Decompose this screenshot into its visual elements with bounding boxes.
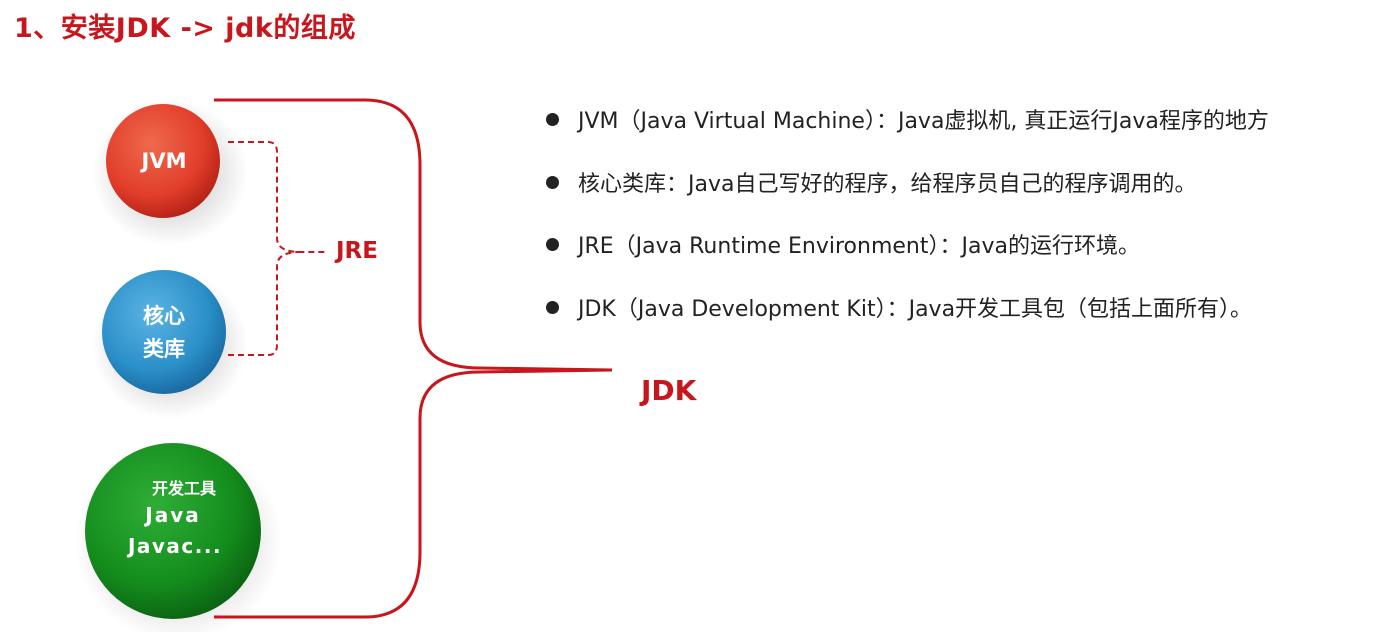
dev-tools-circle	[85, 443, 261, 619]
definition-item-jre: JRE（Java Runtime Environment）：Java的运行环境。	[540, 213, 1269, 276]
dev-tools-label-line-3: Javac...	[126, 534, 222, 558]
bullet-dot-icon	[546, 175, 559, 189]
definition-list: JVM（Java Virtual Machine）：Java虚拟机, 真正运行J…	[540, 88, 1269, 338]
slide-title: 1、安装JDK -> jdk的组成	[14, 13, 356, 44]
core-library-label-line-2: 类库	[143, 337, 185, 361]
definition-text: JVM（Java Virtual Machine）：Java虚拟机, 真正运行J…	[578, 109, 1269, 135]
dev-tools-label-line-1: 开发工具	[152, 479, 216, 498]
core-library-circle	[102, 270, 226, 394]
definition-item-jdk: JDK（Java Development Kit）：Java开发工具包（包括上面…	[540, 276, 1269, 339]
jre-label: JRE	[334, 238, 378, 264]
definition-item-core-library: 核心类库：Java自己写好的程序，给程序员自己的程序调用的。	[540, 151, 1269, 214]
jre-bracket-lower	[228, 251, 301, 356]
jdk-brace-lower	[214, 368, 613, 619]
bullet-dot-icon	[546, 238, 559, 252]
jre-bracket-upper	[228, 141, 328, 253]
definition-text: JDK（Java Development Kit）：Java开发工具包（包括上面…	[578, 296, 1253, 322]
definition-text: JRE（Java Runtime Environment）：Java的运行环境。	[578, 234, 1140, 260]
definition-text: 核心类库：Java自己写好的程序，给程序员自己的程序调用的。	[578, 171, 1197, 197]
definition-item-jvm: JVM（Java Virtual Machine）：Java虚拟机, 真正运行J…	[540, 88, 1269, 151]
jdk-label: JDK	[639, 374, 698, 407]
bullet-dot-icon	[546, 113, 559, 127]
bullet-dot-icon	[546, 300, 559, 314]
jvm-circle	[106, 104, 220, 218]
jvm-circle-label: JVM	[140, 149, 187, 173]
jdk-brace-upper	[214, 98, 613, 372]
core-library-label-line-1: 核心	[143, 304, 185, 328]
dev-tools-label-line-2: Java	[143, 503, 200, 527]
